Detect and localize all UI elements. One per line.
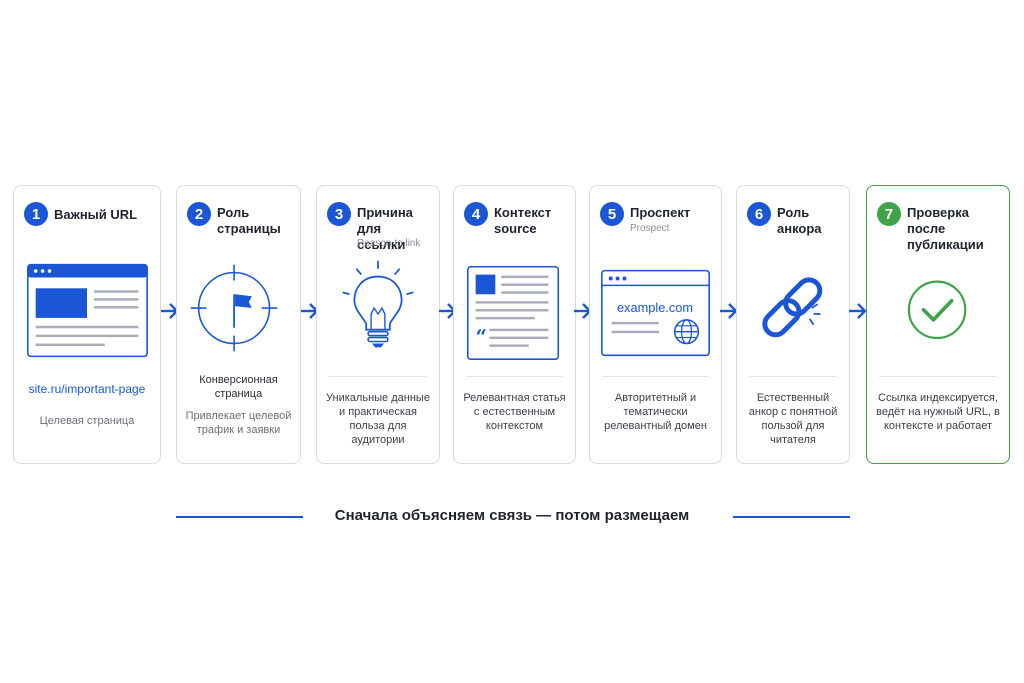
step-card-3: 3 Причина для ссылки Reason to link Уник… [316,185,440,464]
example-domain-text: example.com [617,300,693,315]
step-number-badge: 6 [747,202,771,226]
step-subtitle: Prospect [630,223,670,234]
step-description: Авторитетный и тематически релевантный д… [604,392,707,432]
check-circle-icon [907,280,967,340]
step-number-badge: 5 [600,202,624,226]
target-url-text: site.ru/important-page [28,382,146,396]
article-icon: “ [466,265,560,360]
step-description: Ссылка индексируется, ведёт на нужный UR… [876,392,1000,432]
svg-text:“: “ [476,325,487,348]
step-number-badge: 2 [187,202,211,226]
step-number-badge: 7 [877,202,901,226]
step-description: Естественный анкор с понятной пользой дл… [748,392,838,446]
step-description: Целевая страница [39,415,135,427]
step-description: Релевантная статья с естественным контек… [463,392,566,432]
step-number-badge: 3 [327,202,351,226]
step-card-2: 2 Роль страницы Конверсионная страница П… [176,185,301,464]
step-title: Проверка после публикации [907,205,984,252]
arrow-right-icon [849,303,867,319]
target-flag-icon [190,264,278,352]
divider [466,376,563,377]
step-title: Причина для ссылки [357,205,413,252]
divider [329,376,427,377]
step-title: Важный URL [54,207,138,222]
divider [602,376,709,377]
step-card-5: 5 Проспект Prospect example.com Авторите… [589,185,722,464]
step-number-badge: 4 [464,202,488,226]
browser-page-icon [27,263,148,358]
footer-tagline: Сначала объясняем связь — потом размещае… [334,507,690,524]
step-number-badge: 1 [24,202,48,226]
divider [749,376,837,377]
divider [879,376,997,377]
step-card-6: 6 Роль анкора Естественный анкор с понят… [736,185,850,464]
step-subtitle: Reason to link [357,238,421,249]
step-title: Роль анкора [777,205,822,236]
step-description: Конверсионная страница [199,374,278,400]
lightbulb-icon [342,260,414,348]
step-title: Проспект [630,205,691,220]
step-card-7: 7 Проверка после публикации Ссылка индек… [866,185,1010,464]
step-title: Роль страницы [217,205,281,236]
step-description: Уникальные данные и практическая польза … [326,392,430,446]
footer-line-right [733,516,850,518]
website-globe-icon: example.com [601,269,710,357]
step-card-4: 4 Контекст source “ Релевантная статья с… [453,185,576,464]
step-detail: Привлекает целевой трафик и заявки [185,410,292,436]
step-card-1: 1 Важный URL site.ru/important-page Целе… [13,185,161,464]
step-title: Контекст source [494,205,552,236]
footer-line-left [176,516,303,518]
chain-link-icon [762,277,823,338]
